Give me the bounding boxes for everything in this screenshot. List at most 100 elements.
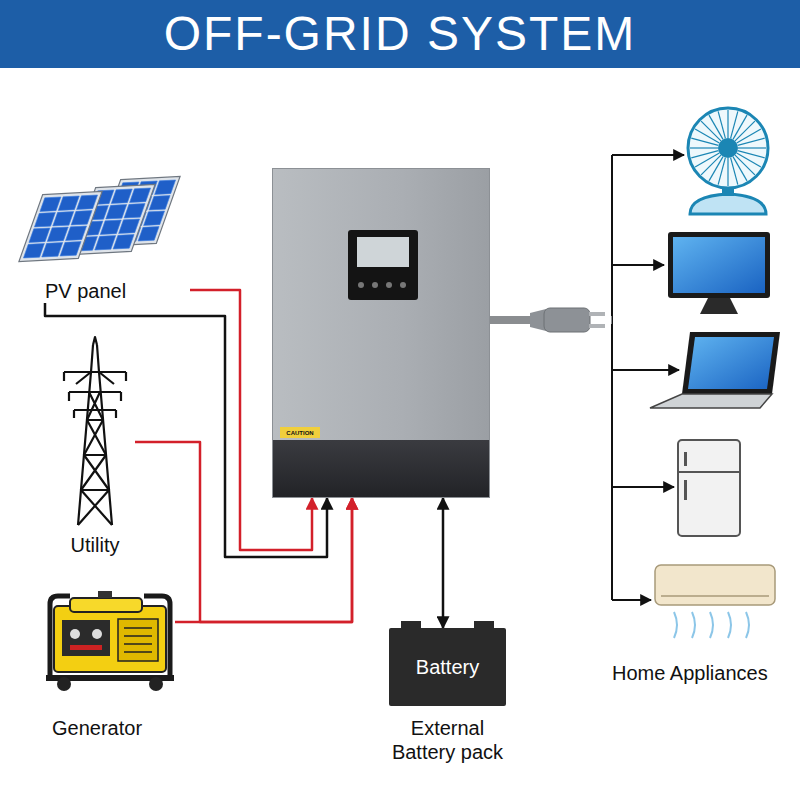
caution-label: CAUTION	[280, 427, 320, 438]
fan-icon	[688, 108, 768, 214]
ac-body	[655, 565, 775, 605]
solar-cell	[124, 203, 145, 218]
fan-hub	[718, 138, 738, 158]
solar-cell	[23, 243, 44, 258]
tower-insulators	[64, 372, 126, 418]
node-label: Generator	[52, 716, 142, 740]
battery-terminal	[401, 621, 421, 628]
fan-spoke	[691, 151, 718, 158]
generator-outlet	[92, 629, 102, 639]
fan-base	[690, 194, 766, 214]
tv-frame	[668, 232, 770, 298]
battery-terminal	[474, 621, 494, 628]
fan-spoke	[727, 110, 728, 138]
generator-engine	[118, 619, 158, 661]
tv-icon	[668, 232, 770, 314]
panel-button	[358, 282, 364, 288]
power-connector	[442, 498, 445, 628]
fridge-icon	[678, 440, 740, 536]
power-plug	[530, 308, 611, 332]
utility-node: Utility	[55, 335, 135, 557]
plug-gap	[589, 313, 611, 327]
fan-spoke	[695, 153, 719, 167]
power-connector	[175, 498, 352, 622]
panel-button	[386, 282, 392, 288]
laptop-base	[650, 394, 772, 408]
solar-cell	[60, 241, 81, 256]
bus-branch	[612, 154, 684, 156]
generator-vents	[124, 628, 152, 652]
solar-cell	[113, 234, 134, 249]
generator-tank	[70, 598, 142, 612]
generator-art	[46, 591, 174, 691]
solar-cell	[155, 180, 176, 195]
bus-branch	[612, 264, 664, 266]
fan-spoke	[709, 115, 723, 139]
generator-body	[54, 606, 166, 672]
solar-cell	[42, 242, 63, 257]
bus-branch	[612, 369, 679, 371]
battery-caption: External Battery pack	[380, 716, 515, 764]
laptop-screen	[688, 337, 774, 389]
solar-cell	[53, 211, 74, 226]
solar-cell	[130, 188, 151, 203]
fan-spoke	[738, 147, 766, 148]
node-label: Utility	[71, 533, 120, 557]
fan-spoke	[690, 147, 718, 148]
lcd-panel	[348, 230, 418, 300]
plug-prong	[589, 324, 605, 328]
fridge-body	[678, 440, 740, 536]
solar-cell	[29, 228, 50, 243]
fan-spoke	[691, 138, 718, 145]
pv-panel-art	[19, 176, 180, 261]
laptop-icon	[650, 332, 780, 408]
solar-cell	[100, 220, 121, 235]
fan-spokes	[690, 110, 766, 186]
fan-spoke	[738, 151, 765, 158]
utility-tower	[64, 337, 126, 525]
fan-spoke	[737, 129, 761, 143]
tower-bracing	[78, 392, 112, 525]
fridge-divider	[678, 471, 740, 473]
diagram-title: OFF-GRID SYSTEM	[164, 10, 637, 58]
solar-cell	[47, 227, 68, 242]
fan-spoke	[738, 138, 765, 145]
panel-button	[400, 282, 406, 288]
node-label: PV panel	[45, 279, 126, 303]
battery-node: BatteryExternal Battery pack	[370, 628, 525, 764]
inverter-unit: CAUTION	[272, 168, 490, 498]
solar-cell	[40, 197, 61, 212]
lcd-screen	[357, 237, 409, 267]
generator-cap	[98, 591, 112, 598]
panel-frame	[19, 191, 102, 261]
tower-top	[93, 337, 97, 345]
fan-spoke	[718, 111, 725, 138]
battery-box: Battery	[389, 628, 506, 706]
fan-spoke	[727, 158, 728, 186]
laptop-lid	[682, 332, 780, 394]
inverter-base	[273, 440, 489, 497]
generator-wheel	[57, 677, 71, 691]
panel-button	[372, 282, 378, 288]
generator-switch	[70, 645, 102, 650]
tv-stand	[700, 298, 738, 314]
solar-cell	[144, 211, 165, 226]
plug-prong	[589, 312, 605, 316]
node-label: Home Appliances	[612, 661, 768, 685]
solar-cell	[66, 226, 87, 241]
fan-spoke	[733, 157, 747, 181]
solar-cell	[34, 212, 55, 227]
ac-vent	[661, 595, 769, 597]
solar-cell	[149, 195, 170, 210]
caution-text: CAUTION	[286, 430, 313, 436]
tv-screen	[673, 237, 765, 293]
fan-spoke	[731, 158, 738, 185]
appliance-bus	[612, 155, 684, 600]
air-conditioner-icon	[655, 565, 775, 638]
appliances-node: Home Appliances	[612, 100, 795, 685]
fan-guard	[688, 108, 768, 188]
generator-node: Generator	[40, 590, 175, 740]
battery-label: Battery	[416, 655, 479, 679]
